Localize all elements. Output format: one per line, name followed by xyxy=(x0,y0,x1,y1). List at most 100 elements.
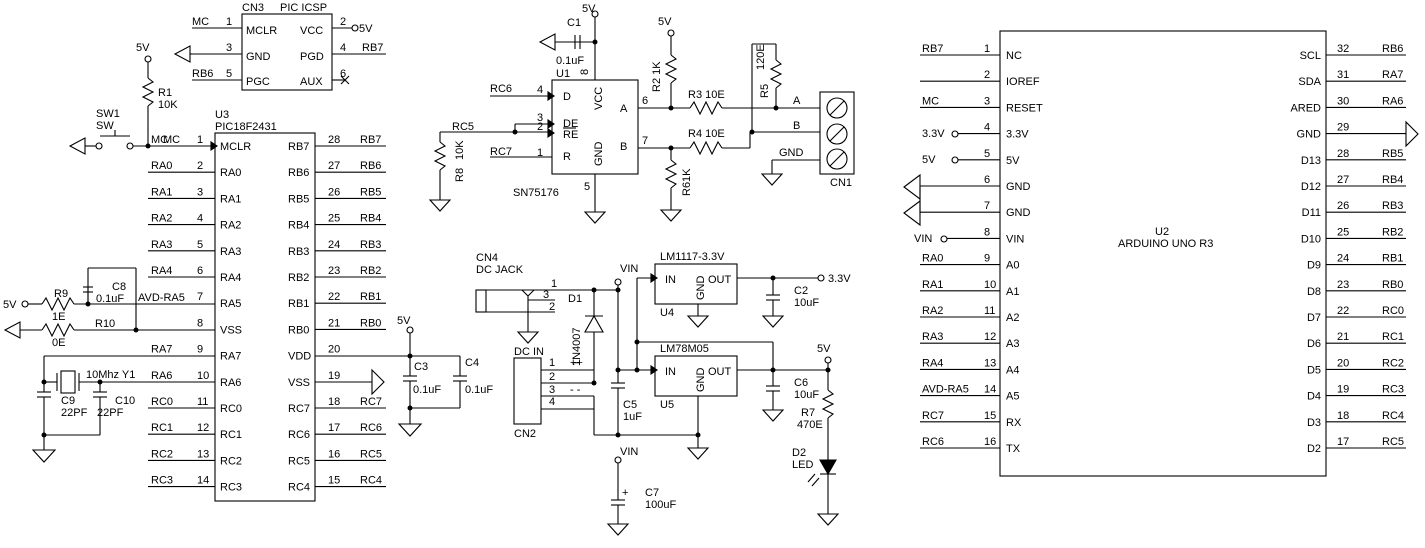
u3-pic18f2431: U3 PIC18F2431 1MCLRMC2RA0RA03RA1RA14RA2R… xyxy=(148,109,386,502)
u3-net-23: RB2 xyxy=(360,265,381,277)
u2-ground-arrow-29 xyxy=(1405,120,1419,148)
rs485-line: 5V R2 1K R3 10E R4 10E R61K R5 120E A B … xyxy=(638,16,855,222)
u2-pin-name-7: GND xyxy=(1006,207,1031,219)
reset-circuit: 5V R1 10K SW1 SW MC xyxy=(68,42,215,155)
u5-ground xyxy=(686,447,710,460)
cn3-icsp-header: CN3 PIC ICSP MCLR GND PGC VCC PGD AUX 1 … xyxy=(173,2,386,91)
u2-pin-name-15: RX xyxy=(1006,417,1022,429)
c1-ref: C1 xyxy=(567,17,581,29)
u2-pin-num-25: 25 xyxy=(1337,226,1349,238)
u2-net-11: RA2 xyxy=(922,305,943,317)
u3-pin-name-1: MCLR xyxy=(220,141,251,153)
u2-ground-arrow-6 xyxy=(903,173,921,201)
u1-pin-d: D xyxy=(563,91,571,103)
u2-ref: U2 xyxy=(1155,226,1169,238)
u2-net-25: RB2 xyxy=(1382,226,1403,238)
u1-num-3: 3 xyxy=(537,112,543,124)
u2-pin-num-28: 28 xyxy=(1337,148,1349,160)
u3-pin-num-11: 11 xyxy=(197,396,208,408)
u2-net-32: RB6 xyxy=(1382,43,1403,55)
u4-pin-in: IN xyxy=(665,274,676,286)
u2-pin-num-11: 11 xyxy=(984,305,995,317)
u4-pin-out: OUT xyxy=(708,274,732,286)
cn1-ref: CN1 xyxy=(830,177,852,189)
cn4-num-1: 1 xyxy=(551,278,557,290)
u3-net-15: RC4 xyxy=(360,475,382,487)
u3-pins: 1MCLRMC2RA0RA03RA1RA14RA2RA25RA3RA36RA4R… xyxy=(148,134,386,494)
r2-label: R2 1K xyxy=(651,61,663,92)
u1-pin-r: R xyxy=(563,151,571,163)
u3-pin-name-19: VSS xyxy=(288,377,310,389)
u2-net-22: RC0 xyxy=(1382,305,1404,317)
d1-diode xyxy=(584,314,604,333)
r9-net-5v: 5V xyxy=(3,299,17,311)
u3-net-22: RB1 xyxy=(360,291,381,303)
u3-value: PIC18F2431 xyxy=(215,121,277,133)
u4-pin-gnd: GND xyxy=(695,276,707,301)
u3-pin-name-15: RC4 xyxy=(288,482,310,494)
u2-pin-name-11: A2 xyxy=(1006,312,1019,324)
u2-pin-num-30: 30 xyxy=(1337,95,1349,107)
y1-label: 10Mhz Y1 xyxy=(86,369,135,381)
u2-net-3: MC xyxy=(922,95,939,107)
r9-ref: R9 xyxy=(54,288,68,300)
cn3-net-5v: 5V xyxy=(359,23,373,35)
cn2-num-1: 1 xyxy=(549,357,555,369)
cn3-name: PIC ICSP xyxy=(280,2,327,14)
u3-pin-name-10: RA6 xyxy=(220,377,241,389)
u3-pin-num-16: 16 xyxy=(328,448,340,460)
u2-net-5v: 5V xyxy=(922,154,936,166)
cn1-net-gnd: GND xyxy=(779,147,804,159)
u3-pin-num-9: 9 xyxy=(197,344,203,356)
u1-num-5: 5 xyxy=(584,181,590,193)
u3-pin-num-26: 26 xyxy=(328,186,340,198)
u2-net-17: RC5 xyxy=(1382,436,1404,448)
u2-pin-name-6: GND xyxy=(1006,181,1031,193)
u2-pin-num-21: 21 xyxy=(1337,331,1349,343)
u3-pin-name-26: RB5 xyxy=(288,193,309,205)
cn3-ref: CN3 xyxy=(242,2,264,14)
r3-label: R3 10E xyxy=(688,89,725,101)
u2-net-28: RB5 xyxy=(1382,148,1403,160)
u2-pin-name-4: 3.3V xyxy=(1006,129,1029,141)
u3-net-6: RA4 xyxy=(151,265,172,277)
u3-pin-num-1: 1 xyxy=(197,134,203,146)
u2-net-9: RA0 xyxy=(922,253,943,265)
u1-net-rc6: RC6 xyxy=(490,83,512,95)
u3-pin-num-7: 7 xyxy=(197,291,203,303)
u2-pin-num-32: 32 xyxy=(1337,43,1349,55)
cn2-num-2: 2 xyxy=(549,371,555,383)
u3-pin-num-8: 8 xyxy=(197,317,203,329)
u2-pin-num-14: 14 xyxy=(984,384,996,396)
u2-pin-num-5: 5 xyxy=(984,148,990,160)
u3-pin-name-7: RA5 xyxy=(220,298,241,310)
cn3-pin-aux: AUX xyxy=(300,76,323,88)
u2-pins: 1NCRB72IOREF3RESETMC43.3V55V6GND7GND8VIN… xyxy=(920,43,1406,455)
u4-value: LM1117-3.3V xyxy=(660,251,725,263)
c5-value: 1uF xyxy=(623,411,642,423)
u2-pin-num-10: 10 xyxy=(984,279,996,291)
r8-ground xyxy=(428,199,452,212)
u3-pin-name-8: VSS xyxy=(220,324,242,336)
u2-pin-name-19: D4 xyxy=(1307,391,1321,403)
u1-num-7: 7 xyxy=(642,135,648,147)
cn3-pin-gnd: GND xyxy=(246,51,271,63)
net-3v3: 3.3V xyxy=(828,273,851,285)
cn3-pin-vcc: VCC xyxy=(300,25,323,37)
c9-value: 22PF xyxy=(61,407,88,419)
dc-in-label: DC IN xyxy=(514,346,544,358)
u3-net-17: RC6 xyxy=(360,422,382,434)
u3-net-4: RA2 xyxy=(151,213,172,225)
u3-pin-name-23: RB2 xyxy=(288,272,309,284)
c1-value: 0.1uF xyxy=(556,55,584,67)
u3-pin-num-25: 25 xyxy=(328,213,340,225)
u3-pin-num-3: 3 xyxy=(197,186,203,198)
regulators: VIN C5 1uF LM1117-3.3V U4 IN OUT GND 3.3… xyxy=(606,251,851,536)
vin-label-2: VIN xyxy=(620,446,638,458)
r5-ref: R5 xyxy=(759,84,771,98)
u2-pin-num-17: 17 xyxy=(1337,436,1349,448)
u1-pin-a: A xyxy=(620,103,628,115)
cn3-pin-mclr: MCLR xyxy=(246,25,277,37)
u2-net-19: RC3 xyxy=(1382,384,1404,396)
c10-ref: C10 xyxy=(115,395,135,407)
